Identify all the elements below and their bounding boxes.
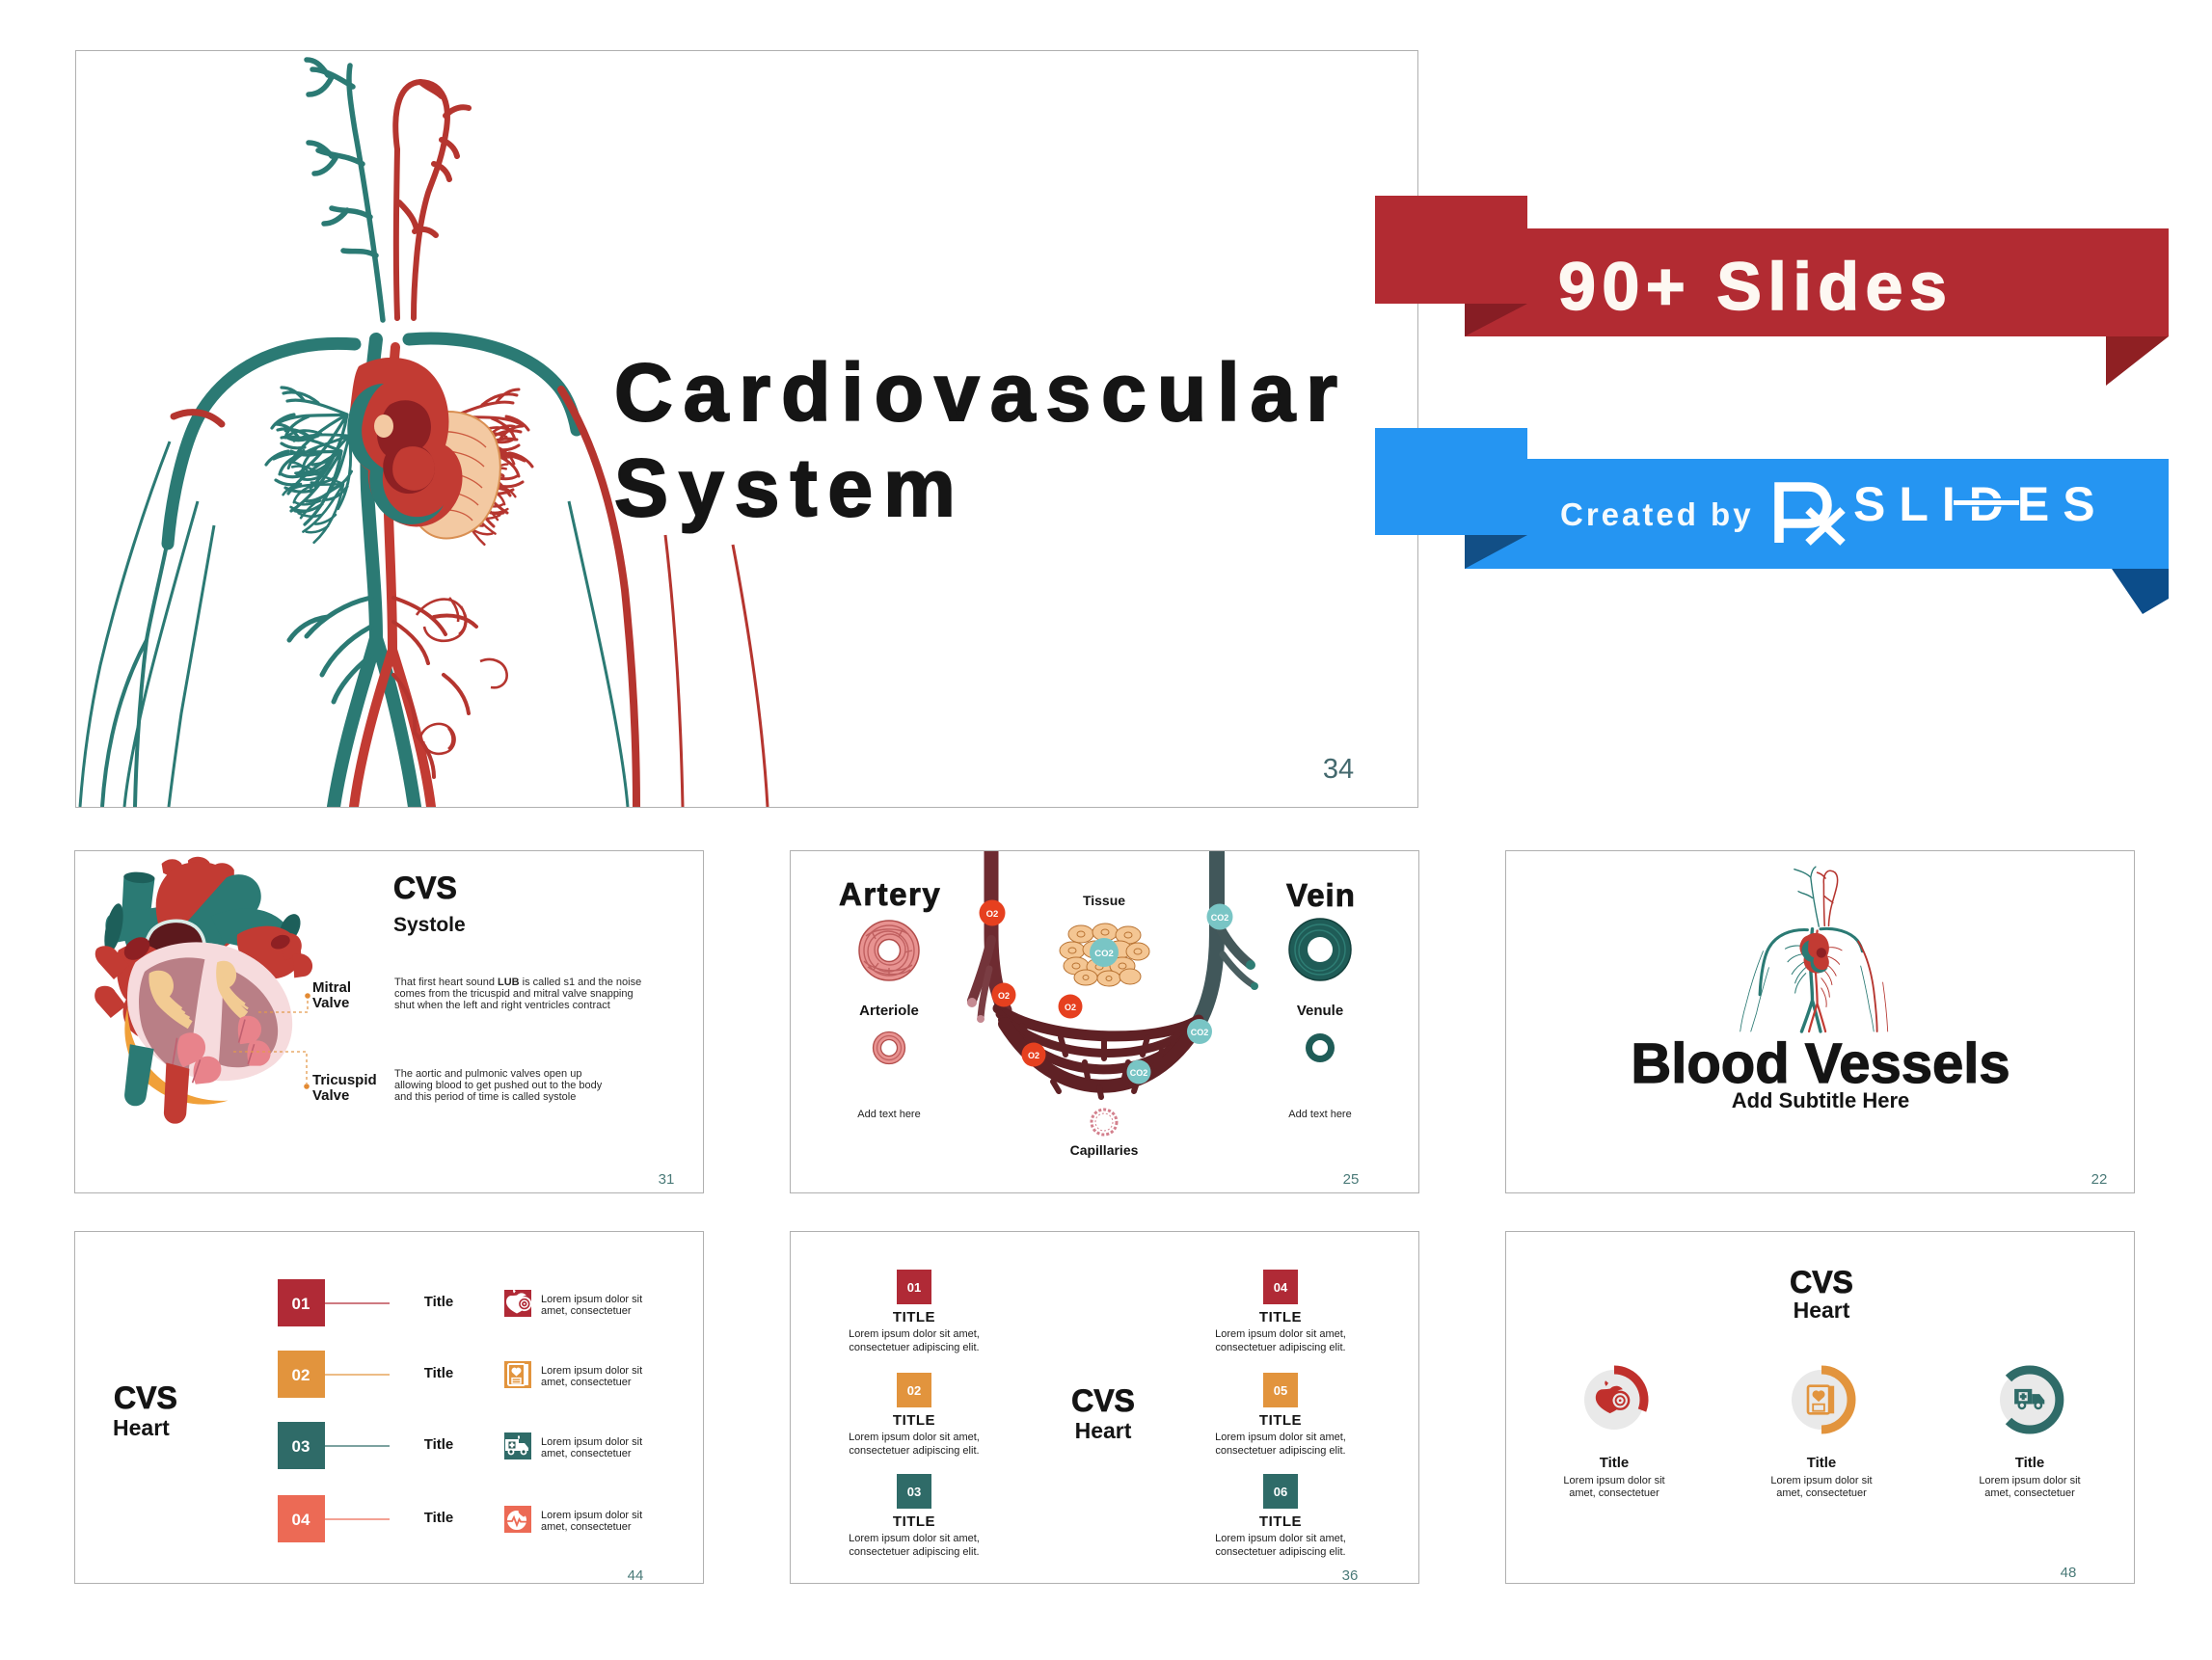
svg-text:O2: O2 <box>998 991 1010 1001</box>
svg-text:CO2: CO2 <box>1130 1068 1148 1078</box>
svg-text:CO2: CO2 <box>1211 913 1229 923</box>
svg-text:02: 02 <box>292 1366 310 1384</box>
svg-text:O2: O2 <box>1065 1003 1076 1012</box>
svg-text:O2: O2 <box>1028 1051 1039 1060</box>
svg-text:03: 03 <box>907 1485 921 1499</box>
svg-text:02: 02 <box>907 1383 921 1398</box>
svg-text:O2: O2 <box>986 909 999 920</box>
svg-text:01: 01 <box>292 1295 310 1313</box>
svg-text:CO2: CO2 <box>1094 949 1114 959</box>
svg-text:01: 01 <box>907 1280 921 1295</box>
svg-text:04: 04 <box>292 1511 310 1529</box>
svg-text:04: 04 <box>1274 1280 1288 1295</box>
svg-text:05: 05 <box>1274 1383 1287 1398</box>
svg-text:06: 06 <box>1274 1485 1287 1499</box>
svg-text:03: 03 <box>292 1437 310 1456</box>
svg-text:CO2: CO2 <box>1191 1028 1209 1037</box>
